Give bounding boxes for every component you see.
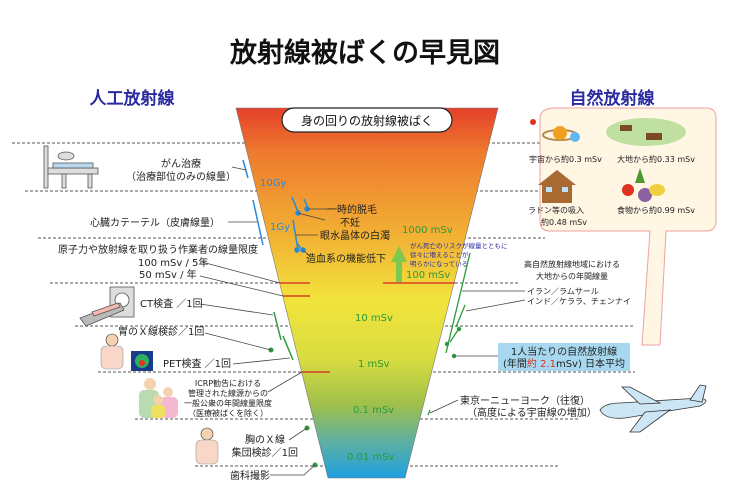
scale-10msv: 10 mSv	[355, 313, 393, 324]
left-heading: 人工放射線	[90, 88, 175, 109]
japan-average-suffix: mSv) 日本平均	[556, 357, 625, 370]
ct-scanner-icon	[79, 286, 135, 327]
iran-label: イラン／ラムサール	[527, 287, 599, 296]
horses-icon	[606, 118, 686, 146]
radon-dose-label: ラドン等の吸入	[528, 205, 584, 215]
effect-infertility: 不妊	[340, 216, 360, 229]
cancer-note-2: 徐々に増えることが	[410, 250, 469, 259]
worker-limit-5yr: 100 mSv / 5年	[138, 256, 208, 269]
japan-average-box	[498, 343, 630, 371]
person-torso-icon	[100, 333, 124, 370]
space-dose: 宇宙から約0.3 mSv	[529, 154, 602, 164]
dental-label: 歯科撮影	[230, 469, 270, 482]
right-heading: 自然放射線	[570, 88, 655, 109]
family-icon	[139, 378, 178, 418]
left-leader-lines	[199, 166, 316, 476]
stomach-xray-label: 胃のＸ線検診／1回	[118, 325, 204, 338]
icrp-label-1: ICRP勧告における	[195, 378, 261, 388]
pet-label: PET検査 ／1回	[163, 357, 231, 370]
flight-label-1: 東京ーニューヨーク（往復）	[460, 394, 590, 407]
high-areas-label-2: 大地からの年間線量	[536, 271, 608, 281]
japan-average-value: 約 2.1	[527, 357, 556, 370]
funnel-title: 身の回りの放射線被ばく	[301, 113, 433, 128]
chest-xray-label-2: 集団検診／1回	[232, 446, 298, 459]
natural-sources-callout	[539, 107, 717, 346]
radon-dose-value: 約0.48 mSv	[541, 217, 587, 227]
scale-1msv: 1 mSv	[358, 359, 390, 370]
high-areas-label-1: 高自然放射線地域における	[524, 259, 620, 269]
worker-limit-label: 原子力や放射線を取り扱う作業者の線量限度	[58, 243, 258, 256]
funnel-title-badge	[281, 107, 453, 133]
worker-limit-1yr: 50 mSv / 年	[139, 268, 197, 281]
earth-dose: 大地から約0.33 mSv	[617, 154, 695, 164]
cancer-note-3: 明らかになっている	[410, 260, 468, 268]
india-label: インド／ケララ、チェンナイ	[527, 297, 631, 306]
planet-icon	[530, 119, 580, 142]
catheter-label: 心臓カテーテル（皮膚線量）	[90, 216, 220, 229]
scale-100msv: 100 mSv	[406, 270, 450, 281]
effect-hair-loss: 一時的脱毛	[327, 203, 377, 216]
dose-funnel	[235, 107, 499, 479]
icrp-label-4: （医療被ばくを除く）	[188, 408, 268, 418]
icrp-label-2: 管理された線源からの	[188, 388, 268, 398]
ct-label: CT検査 ／1回	[140, 297, 203, 310]
pet-scan-image	[131, 351, 153, 371]
food-dose: 食物から約0.99 mSv	[617, 205, 695, 215]
scale-1gy: 1Gy	[270, 222, 290, 233]
japan-average-prefix: (年間	[503, 357, 527, 370]
cancer-note-1: がん死亡のリスクが線量とともに	[410, 241, 508, 250]
airplane-icon	[599, 384, 707, 433]
effect-hematopoietic: 造血系の機能低下	[306, 252, 386, 265]
cancer-therapy-note: （治療部位のみの線量）	[126, 170, 236, 183]
left-green-marks	[273, 311, 294, 361]
icrp-label-3: 一般公衆の年間線量限度	[184, 398, 272, 408]
chest-xray-label-1: 胸のＸ線	[245, 433, 285, 446]
scale-01msv: 0.1 mSv	[353, 405, 394, 416]
threshold-lines	[280, 282, 455, 373]
flight-label-2: （高度による宇宙線の増加）	[467, 406, 597, 419]
person-chest-icon	[195, 427, 219, 465]
cancer-therapy-label: がん治療	[161, 157, 201, 170]
japan-average-line2: (年間約 2.1mSv) 日本平均	[503, 357, 625, 370]
radiotherapy-bed-icon	[43, 145, 99, 189]
page-title: 放射線被ばくの早見図	[229, 37, 500, 69]
risk-arrow-icon	[391, 246, 407, 282]
scale-1000msv: 1000 mSv	[402, 225, 453, 236]
japan-average-line1: 1人当たりの自然放射線	[511, 345, 617, 358]
house-icon	[538, 170, 576, 203]
right-dots	[444, 326, 462, 359]
effect-cataract: 眼水晶体の白濁	[320, 229, 390, 242]
scale-10gy: 10Gy	[260, 178, 286, 189]
left-range-marks	[242, 159, 264, 246]
food-icon	[622, 168, 665, 202]
scale-001msv: 0.01 mSv	[347, 452, 395, 463]
right-range-marks	[427, 252, 471, 416]
right-leader-lines	[429, 290, 526, 414]
